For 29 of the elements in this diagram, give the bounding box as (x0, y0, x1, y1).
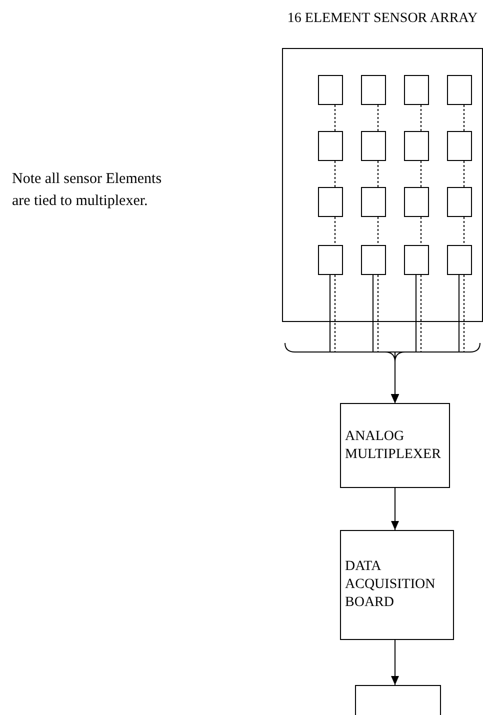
sensor-element-box (447, 131, 472, 161)
dotted-line (334, 216, 336, 246)
dotted-line (420, 160, 422, 188)
sensor-element-box (318, 131, 343, 161)
process-box: ANALOG MULTIPLEXER (340, 403, 450, 488)
dotted-line (334, 104, 336, 132)
arrow (391, 488, 399, 530)
note-text: Note all sensor Elements are tied to multiplexer. (12, 170, 162, 211)
dotted-line (420, 104, 422, 132)
sensor-element-box (404, 75, 429, 105)
sensor-element-box (404, 187, 429, 217)
sensor-element-box (361, 131, 386, 161)
array-title: 16 ELEMENT SENSOR ARRAY (286, 10, 479, 28)
arrow (391, 640, 399, 686)
sensor-element-box (447, 187, 472, 217)
sensor-element-box (361, 245, 386, 275)
sensor-element-box (361, 187, 386, 217)
sensor-element-box (447, 245, 472, 275)
process-box: DATA ACQUISITION BOARD (340, 530, 454, 640)
output-box (355, 685, 441, 715)
sensor-element-box (447, 75, 472, 105)
sensor-element-box (318, 187, 343, 217)
dotted-line (420, 216, 422, 246)
sensor-element-box (404, 131, 429, 161)
sensor-element-box (318, 245, 343, 275)
dotted-line (334, 160, 336, 188)
sensor-element-box (361, 75, 386, 105)
sensor-element-box (318, 75, 343, 105)
sensor-element-box (404, 245, 429, 275)
